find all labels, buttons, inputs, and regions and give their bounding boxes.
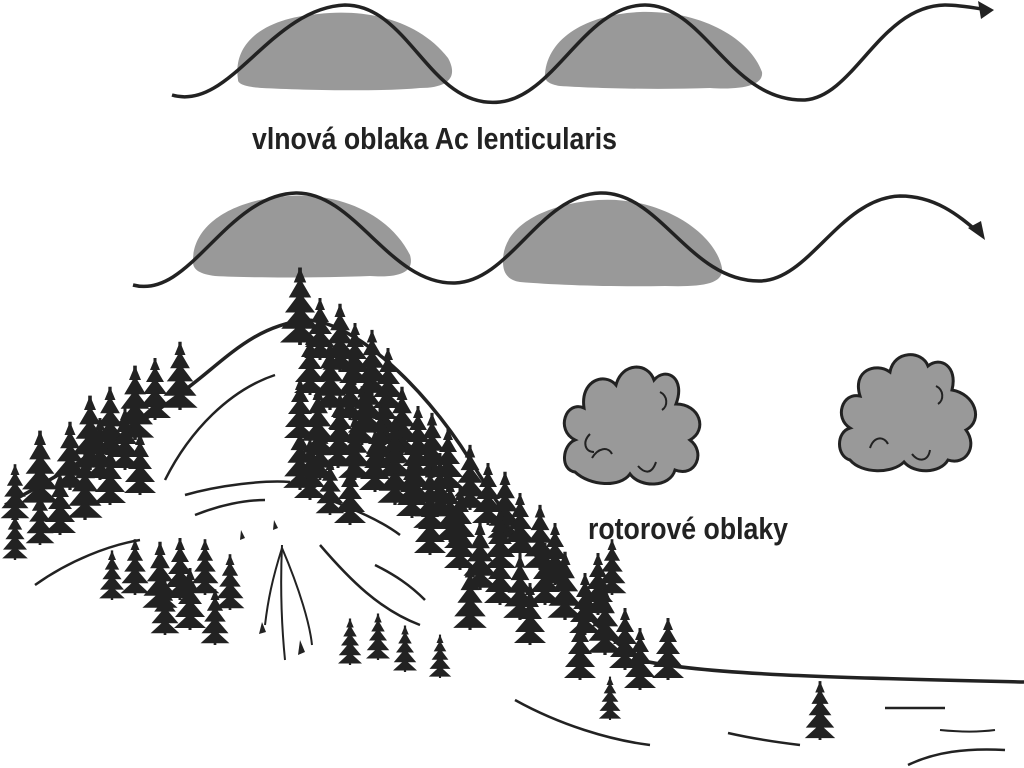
rotor-cloud-left: [562, 365, 702, 486]
spruce-tree-icon: [391, 624, 419, 674]
spruce-tree-icon: [427, 633, 453, 680]
spruce-tree-icon: [214, 552, 246, 612]
lenticular-clouds-upper: [237, 11, 763, 91]
spruce-tree-icon: [803, 679, 837, 742]
spruce-tree-icon: [97, 549, 127, 602]
arrow-head-icon: [978, 1, 994, 19]
lenticular-cloud: [502, 199, 723, 287]
lenticular-cloud: [192, 195, 411, 278]
arrow-head-icon: [968, 221, 985, 240]
rotor-cloud-right: [838, 353, 977, 473]
spruce-tree-icon: [597, 675, 623, 722]
wave-line-lower: [132, 191, 985, 289]
rotor-clouds-label: rotorové oblaky: [588, 511, 789, 546]
spruce-tree-icon: [336, 617, 364, 667]
lenticular-cloud: [237, 12, 453, 91]
cumulus-cloud-icon: [838, 353, 977, 473]
spruce-tree-icon: [650, 616, 686, 682]
spruce-tree-icon: [119, 537, 151, 597]
spruce-tree-icon: [137, 356, 173, 422]
wave-line-upper: [171, 1, 994, 104]
lenticular-clouds-lower: [192, 195, 723, 287]
spruce-tree-icon: [364, 612, 392, 662]
spruce-tree-icon: [160, 340, 200, 412]
lenticular-clouds-label: vlnová oblaka Ac lenticularis: [252, 121, 617, 156]
cumulus-cloud-icon: [562, 365, 702, 486]
lenticular-cloud: [544, 11, 763, 89]
